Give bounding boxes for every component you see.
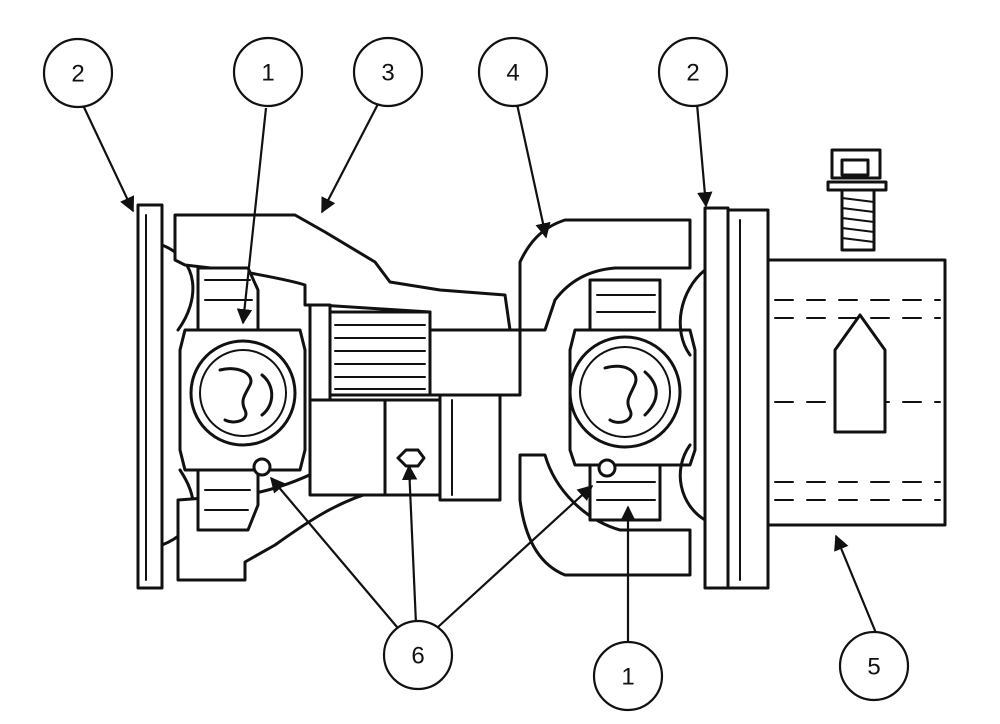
callout-label: 1	[261, 60, 274, 87]
slip-spline	[308, 303, 522, 502]
callout-label: 2	[71, 61, 84, 88]
callout-label: 4	[506, 60, 519, 87]
left-yoke	[173, 213, 512, 582]
callout-1-bottom: 1	[592, 640, 664, 712]
callout-label: 6	[411, 643, 424, 670]
callout-3: 3	[352, 36, 424, 108]
callout-4: 4	[477, 36, 549, 108]
callout-1-top: 1	[232, 36, 304, 108]
right-yoke	[518, 218, 697, 577]
callout-label: 2	[686, 60, 699, 87]
callout-label: 5	[867, 654, 880, 681]
callout-label: 3	[381, 60, 394, 87]
bolt	[826, 148, 888, 252]
leader-lines	[81, 102, 878, 643]
callout-2-right: 2	[657, 36, 729, 108]
callout-2-left: 2	[42, 37, 114, 109]
callout-5: 5	[838, 630, 910, 702]
callout-label: 1	[621, 664, 634, 691]
right-flange	[678, 206, 770, 590]
callout-6: 6	[382, 619, 454, 691]
shaft-tube	[766, 258, 947, 527]
